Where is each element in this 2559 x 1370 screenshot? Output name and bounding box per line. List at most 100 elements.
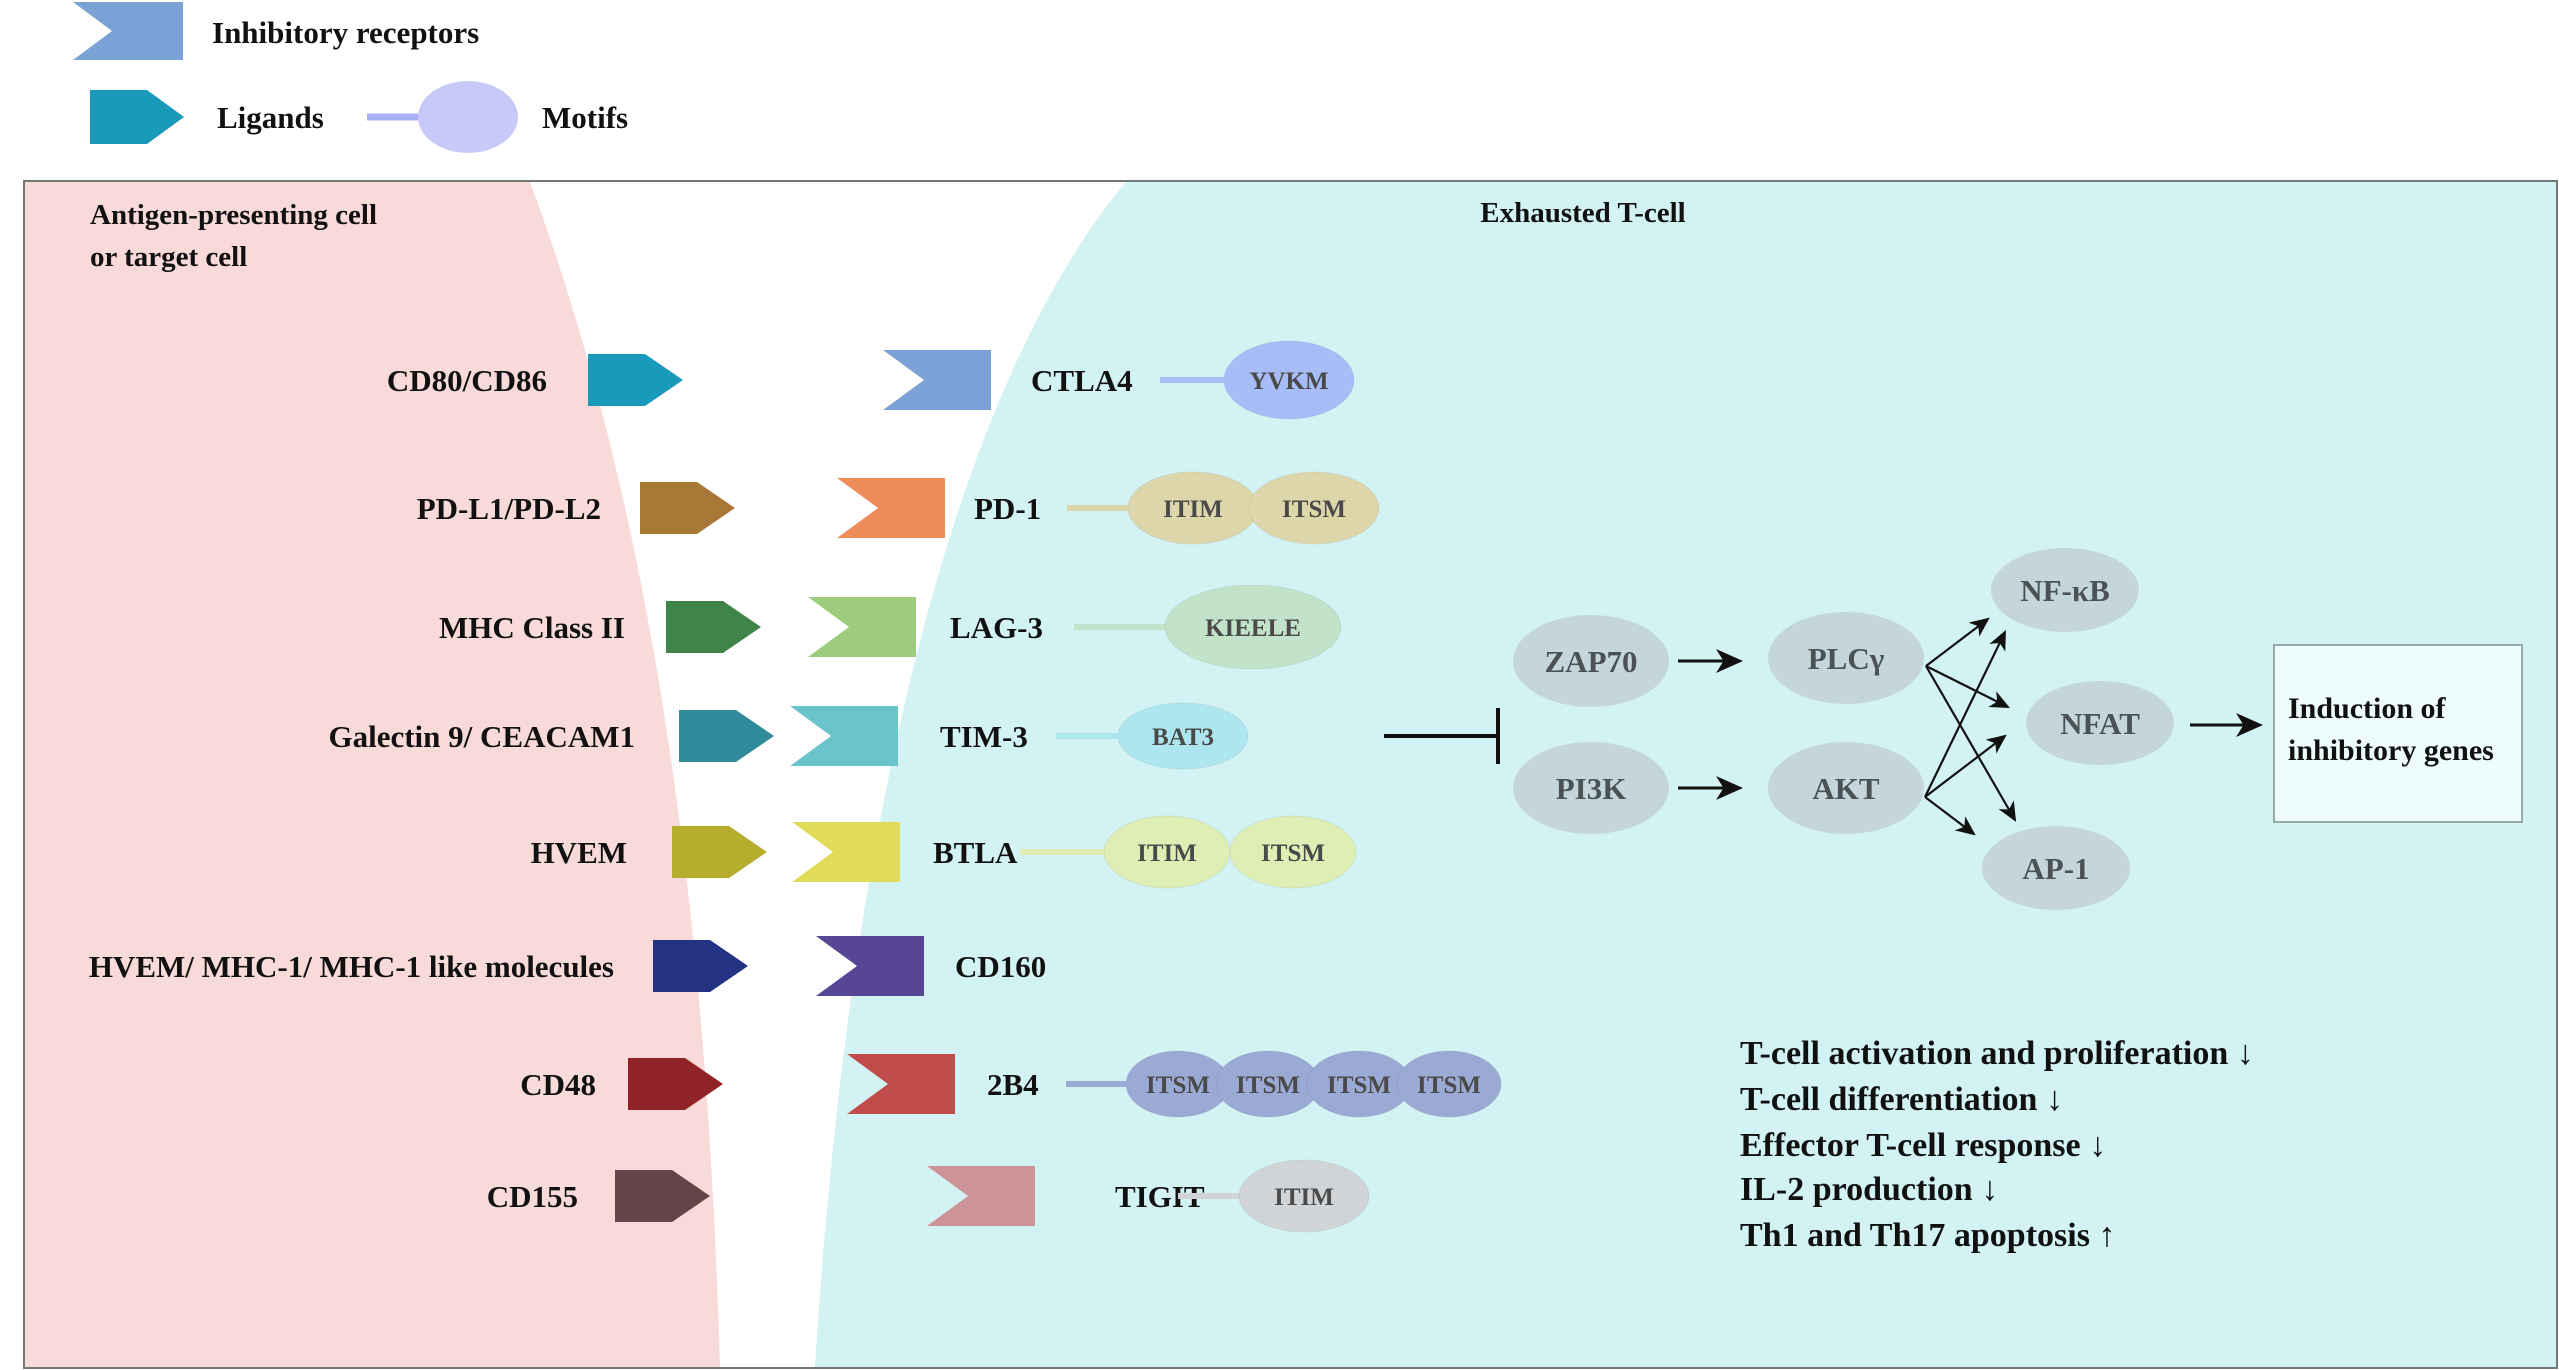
arrow-plcg-nfat [1925,665,2010,708]
outcome-item: T-cell activation and proliferation ↓ [1740,1035,2254,1072]
legend-ligands-label: Ligands [217,100,324,135]
outcome-item: Th1 and Th17 apoptosis ↑ [1740,1217,2115,1254]
receptor-label: CD160 [955,949,1046,984]
outcome-item: Effector T-cell response ↓ [1740,1127,2106,1164]
ligand-label: MHC Class II [439,610,625,645]
ligand-shape [588,354,683,406]
node-nfat-label: NFAT [2060,706,2140,741]
node-nfkb-label: NF-κB [2020,573,2110,608]
receptor-label: BTLA [933,835,1018,870]
motif-ellipse [1164,584,1342,670]
receptor-label: CTLA4 [1031,363,1133,398]
ligand-shape [653,940,748,992]
motif-label: ITSM [1261,840,1325,867]
node-pi3k-label: PI3K [1556,771,1627,806]
ligand-label: CD155 [487,1179,578,1214]
motif-label: ITSM [1146,1072,1210,1099]
motif-label: KIEELE [1205,615,1301,642]
node-zap70-label: ZAP70 [1545,644,1638,679]
receptor-label: LAG-3 [950,610,1043,645]
legend: Inhibitory receptors Ligands Motifs [73,2,628,153]
receptor-label: PD-1 [974,491,1041,526]
ligand-label: CD80/CD86 [387,363,547,398]
apc-title-line2: or target cell [90,241,247,273]
receptor-shape [790,706,898,766]
arrow-plcg-ap1 [1925,665,2017,822]
node-akt: AKT [1768,742,1924,834]
legend-motifs-label: Motifs [542,100,628,135]
receptor-shape [883,350,991,410]
pair-row: CD48 2B4 ITSM ITSM ITSM ITSM [520,1050,1502,1118]
arrow-akt-nfkb [1924,630,2006,798]
motif-label: BAT3 [1152,724,1214,751]
pathway-arrows [1678,617,2263,836]
receptor-shape [792,822,900,882]
pair-row: CD80/CD86 CTLA4 YVKM [387,340,1355,420]
node-nfat: NFAT [2026,681,2174,765]
pair-row: HVEM/ MHC-1/ MHC-1 like molecules CD160 [89,936,1046,996]
node-ap1: AP-1 [1982,826,2130,910]
outcome-item: IL-2 production ↓ [1740,1171,1998,1208]
outcomes-list: T-cell activation and proliferation ↓ T-… [1740,1035,2254,1254]
motif-label: YVKM [1249,368,1328,395]
legend-motif-icon [418,81,518,153]
ligand-shape [628,1058,723,1110]
legend-receptor-icon [73,2,183,60]
arrow-plcg-nfkb [1925,617,1990,667]
receptor-shape [847,1054,955,1114]
motif-label: ITIM [1274,1184,1334,1211]
motif-label: ITIM [1163,496,1223,523]
receptor-shape [927,1166,1035,1226]
node-ap1-label: AP-1 [2022,851,2089,886]
node-pi3k: PI3K [1513,742,1669,834]
legend-ligand-icon [90,90,184,144]
pair-row: MHC Class II LAG-3 KIEELE [439,584,1342,670]
motif-label: ITSM [1236,1072,1300,1099]
ligand-label: CD48 [520,1067,596,1102]
motif-ellipse [1396,1050,1502,1118]
result-line2: inhibitory genes [2288,734,2494,767]
receptor-shape [816,936,924,996]
legend-receptors-label: Inhibitory receptors [212,15,479,50]
ligand-shape [640,482,735,534]
node-akt-label: AKT [1812,771,1880,806]
node-plcg: PLCγ [1768,612,1924,704]
ligand-label: HVEM/ MHC-1/ MHC-1 like molecules [89,949,614,984]
signaling-pathway: ZAP70 PI3K PLCγ AKT NF-κB NFAT AP-1 Indu… [1513,548,2523,910]
motif-label: ITSM [1282,496,1346,523]
ligand-shape [666,601,761,653]
ligand-label: PD-L1/PD-L2 [417,491,601,526]
receptor-label: 2B4 [987,1067,1039,1102]
motif-ellipse [1223,340,1355,420]
receptor-shape [837,478,945,538]
motif-ellipse [1248,471,1380,545]
ligand-label: HVEM [531,835,627,870]
ligand-label: Galectin 9/ CEACAM1 [328,719,635,754]
antigen-presenting-cell [25,182,720,1367]
ligand-shape [679,710,774,762]
motif-label: ITSM [1327,1072,1391,1099]
arrow-akt-nfat [1924,734,2007,798]
node-nfkb: NF-κB [1991,548,2139,632]
node-zap70: ZAP70 [1513,615,1669,707]
outcome-item: T-cell differentiation ↓ [1740,1081,2063,1118]
motif-ellipse [1238,1159,1370,1233]
receptor-shape [808,597,916,657]
apc-title-line1: Antigen-presenting cell [90,199,377,231]
pair-row: Galectin 9/ CEACAM1 TIM-3 BAT3 [328,702,1249,770]
result-line1: Induction of [2288,692,2447,725]
motif-label: ITSM [1417,1072,1481,1099]
arrow-akt-ap1 [1924,796,1976,836]
receptor-label: TIM-3 [940,719,1028,754]
node-plcg-label: PLCγ [1808,641,1885,676]
ligand-shape [672,826,767,878]
pair-row: PD-L1/PD-L2 PD-1 ITIM ITSM [417,471,1380,545]
result-box [2273,644,2523,823]
ligand-shape [615,1170,710,1222]
motif-ellipse [1229,815,1357,889]
tcell-title: Exhausted T-cell [1480,197,1685,229]
